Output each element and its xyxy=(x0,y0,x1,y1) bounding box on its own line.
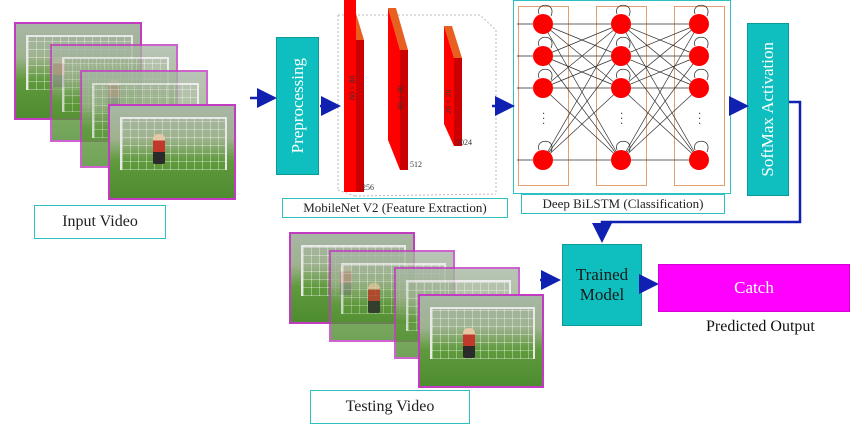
bilstm-recurrent-loop xyxy=(538,36,553,49)
cnn-layer-2-depth: 512 xyxy=(410,160,422,169)
cnn-layer-3-depth: 1024 xyxy=(456,138,472,147)
bilstm-neuron-1-3 xyxy=(533,78,553,98)
bilstm-neuron-3-4 xyxy=(689,150,709,170)
bilstm-connection xyxy=(620,23,700,89)
bilstm-connection xyxy=(620,55,700,89)
bilstm-network xyxy=(517,4,709,170)
bilstm-recurrent-loop xyxy=(694,36,709,49)
bilstm-connection xyxy=(542,55,622,89)
bilstm-recurrent-loop xyxy=(538,4,553,17)
cnn-layer-1 xyxy=(344,0,364,192)
bilstm-connection xyxy=(542,23,622,89)
bilstm-recurrent-loop xyxy=(538,140,553,153)
bilstm-column-3 xyxy=(674,6,725,186)
bilstm-column-1 xyxy=(518,6,569,186)
bilstm-recurrent-loop xyxy=(694,140,709,153)
output-catch: Catch xyxy=(658,264,850,312)
bilstm-caption: Deep BiLSTM (Classification) xyxy=(521,194,725,214)
bilstm-recurrent-loop xyxy=(694,68,709,81)
bilstm-ellipsis-1: . . . xyxy=(540,112,551,125)
bilstm-recurrent-loop xyxy=(616,68,631,81)
testing-video-label: Testing Video xyxy=(310,390,470,424)
bilstm-recurrent-loop xyxy=(538,68,553,81)
bilstm-neuron-1-2 xyxy=(533,46,553,66)
cnn-layer-1-depth: 256 xyxy=(362,183,374,192)
testing-frame-4 xyxy=(418,294,544,388)
softmax-block: SoftMax Activation xyxy=(747,23,789,196)
bilstm-connection xyxy=(542,87,622,161)
cnn-layer-3 xyxy=(444,26,462,146)
predicted-output-caption: Predicted Output xyxy=(706,318,815,335)
trained-model-block: Trained Model xyxy=(562,244,642,326)
bilstm-connection xyxy=(542,23,622,57)
cnn-layer-2 xyxy=(388,8,408,170)
bilstm-ellipsis-3: . . . xyxy=(696,112,707,125)
bilstm-connection xyxy=(620,23,700,57)
bilstm-recurrent-loop xyxy=(616,36,631,49)
bilstm-ellipsis-2: . . . xyxy=(618,112,629,125)
mobilenet-diagram xyxy=(337,0,497,197)
bilstm-connection xyxy=(542,23,622,161)
bilstm-neuron-2-3 xyxy=(611,78,631,98)
bilstm-recurrent-loop xyxy=(694,4,709,17)
bilstm-neuron-3-1 xyxy=(689,14,709,34)
input-video-label: Input Video xyxy=(34,205,166,239)
bilstm-connection xyxy=(620,55,700,161)
bilstm-recurrent-loop xyxy=(616,4,631,17)
bilstm-neuron-3-2 xyxy=(689,46,709,66)
bilstm-connection xyxy=(542,55,622,161)
bilstm-neuron-2-4 xyxy=(611,150,631,170)
input-frame-4 xyxy=(108,104,236,200)
mobilenet-caption: MobileNet V2 (Feature Extraction) xyxy=(282,198,508,218)
bilstm-recurrent-loop xyxy=(616,140,631,153)
bilstm-connection xyxy=(620,87,700,161)
bilstm-neuron-1-4 xyxy=(533,150,553,170)
preprocessing-block: Preprocessing xyxy=(276,37,319,175)
arrow-softmax-to-model xyxy=(592,100,802,243)
bilstm-neuron-2-1 xyxy=(611,14,631,34)
bilstm-column-2 xyxy=(596,6,647,186)
bilstm-neuron-3-3 xyxy=(689,78,709,98)
bilstm-connection xyxy=(620,23,700,161)
bilstm-neuron-2-2 xyxy=(611,46,631,66)
bilstm-neuron-1-1 xyxy=(533,14,553,34)
trained-model-label: Trained Model xyxy=(575,264,629,304)
